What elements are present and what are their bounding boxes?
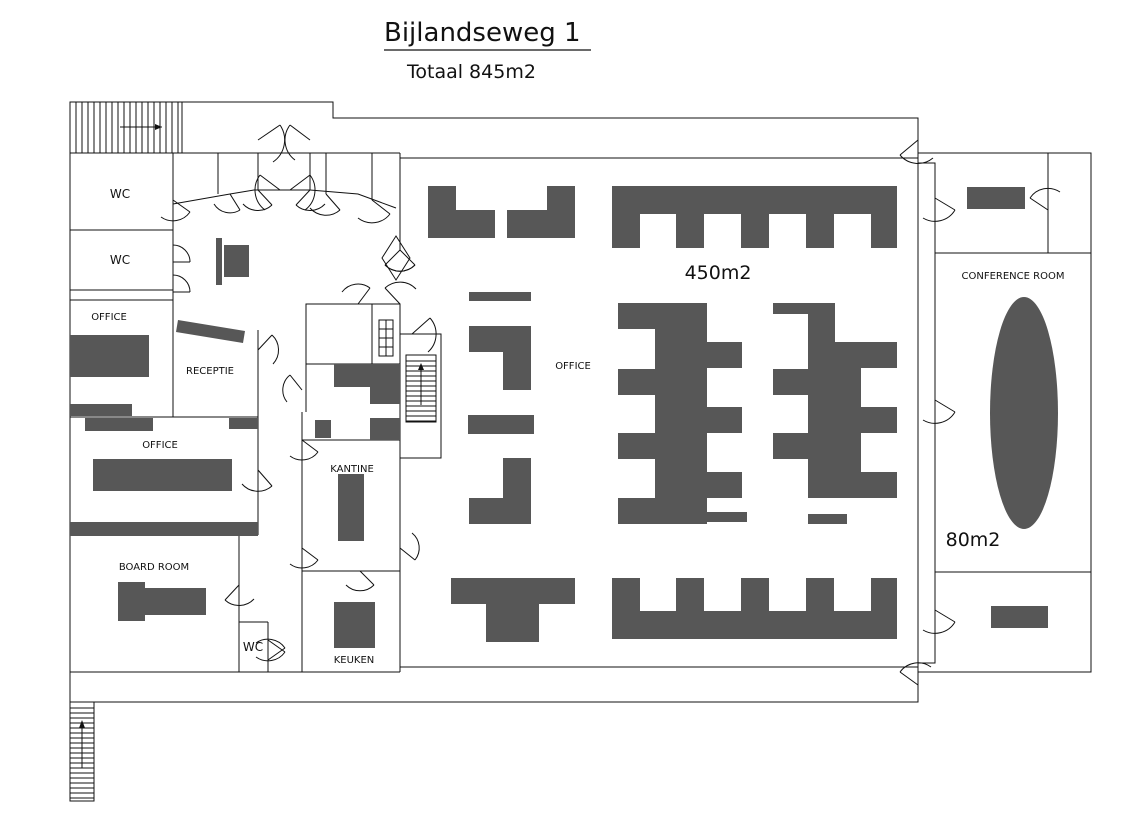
door-arc [255, 638, 286, 649]
door-leaf [359, 570, 375, 586]
door-leaf [399, 249, 416, 266]
door-arc [254, 174, 266, 211]
door-arc [224, 598, 255, 606]
door-arc [282, 374, 291, 403]
room-label-wc-3: WC [243, 640, 263, 654]
area-label-conference: 80m2 [946, 529, 1001, 551]
room-label-receptie: RECEPTIE [186, 366, 234, 377]
door-leaf [899, 139, 919, 156]
door-leaf [289, 174, 311, 191]
door-arc [304, 174, 316, 211]
door-arc [295, 203, 326, 211]
plan-subtitle: Totaal 845m2 [406, 61, 536, 83]
door-arc [160, 211, 191, 222]
stair-core-small [378, 319, 394, 357]
left-wing-walls [70, 152, 442, 673]
furniture [70, 186, 1058, 648]
door-arc [255, 651, 286, 662]
door-leaf [229, 193, 241, 211]
stair-top-left [69, 101, 183, 154]
door-arc [172, 244, 191, 263]
door-leaf [1029, 197, 1049, 211]
double-door-symbol [381, 235, 411, 281]
door-arc [922, 209, 956, 222]
room-label-kantine: KANTINE [330, 464, 374, 475]
stair-bottom-left [69, 701, 95, 802]
door-swings [160, 124, 1061, 686]
door-arc [341, 283, 371, 293]
door-leaf [289, 124, 311, 141]
door-leaf [301, 439, 319, 453]
door-leaf [325, 193, 341, 211]
door-leaf [899, 671, 919, 686]
door-arc [899, 154, 934, 164]
door-arc [272, 124, 286, 163]
door-leaf [267, 647, 286, 661]
door-arc [284, 124, 296, 161]
room-label-keuken: KEUKEN [334, 655, 375, 666]
door-arc [357, 213, 391, 224]
door-arc [345, 584, 375, 592]
door-leaf [371, 199, 391, 215]
room-label-office-main: OFFICE [555, 361, 591, 372]
door-leaf [257, 469, 273, 487]
door-arc [271, 334, 279, 365]
door-leaf [257, 189, 273, 206]
door-leaf [289, 374, 303, 391]
door-leaf [257, 124, 281, 141]
door-leaf [224, 584, 240, 601]
door-arc [213, 203, 241, 214]
door-leaf [301, 547, 319, 561]
door-arc [309, 207, 341, 216]
room-label-office-left: OFFICE [142, 440, 178, 451]
door-leaf [259, 174, 281, 191]
room-label-conference-room: CONFERENCE ROOM [962, 271, 1065, 282]
door-arc [427, 317, 437, 353]
door-leaf [934, 609, 956, 623]
room-labels: WC WC OFFICE RECEPTIE OFFICE BOARD ROOM … [91, 187, 1064, 666]
door-leaf [384, 287, 401, 305]
door-arc [411, 532, 420, 561]
door-leaf [257, 334, 273, 351]
door-leaf [172, 199, 191, 213]
plan-title: Bijlandseweg 1 [384, 18, 581, 48]
room-label-wc-1: WC [110, 187, 130, 201]
door-arc [899, 662, 932, 673]
room-label-office-small: OFFICE [91, 312, 127, 323]
door-leaf [357, 287, 371, 305]
door-arc [922, 411, 956, 424]
stair-core-main [405, 354, 437, 423]
door-arc [384, 281, 417, 290]
room-label-board-room: BOARD ROOM [119, 562, 189, 573]
door-leaf [384, 249, 401, 266]
door-leaf [934, 197, 956, 211]
door-leaf [295, 189, 311, 206]
door-arc [242, 203, 273, 211]
area-label-main: 450m2 [685, 262, 752, 284]
door-leaf [399, 547, 416, 561]
door-arc [289, 559, 319, 569]
room-label-wc-2: WC [110, 253, 130, 267]
door-leaf [934, 399, 956, 413]
door-arc [1029, 187, 1061, 199]
door-arc [172, 274, 191, 293]
door-leaf [411, 317, 431, 335]
door-arc [241, 483, 273, 492]
door-arc [289, 451, 319, 461]
door-arc [922, 621, 956, 634]
